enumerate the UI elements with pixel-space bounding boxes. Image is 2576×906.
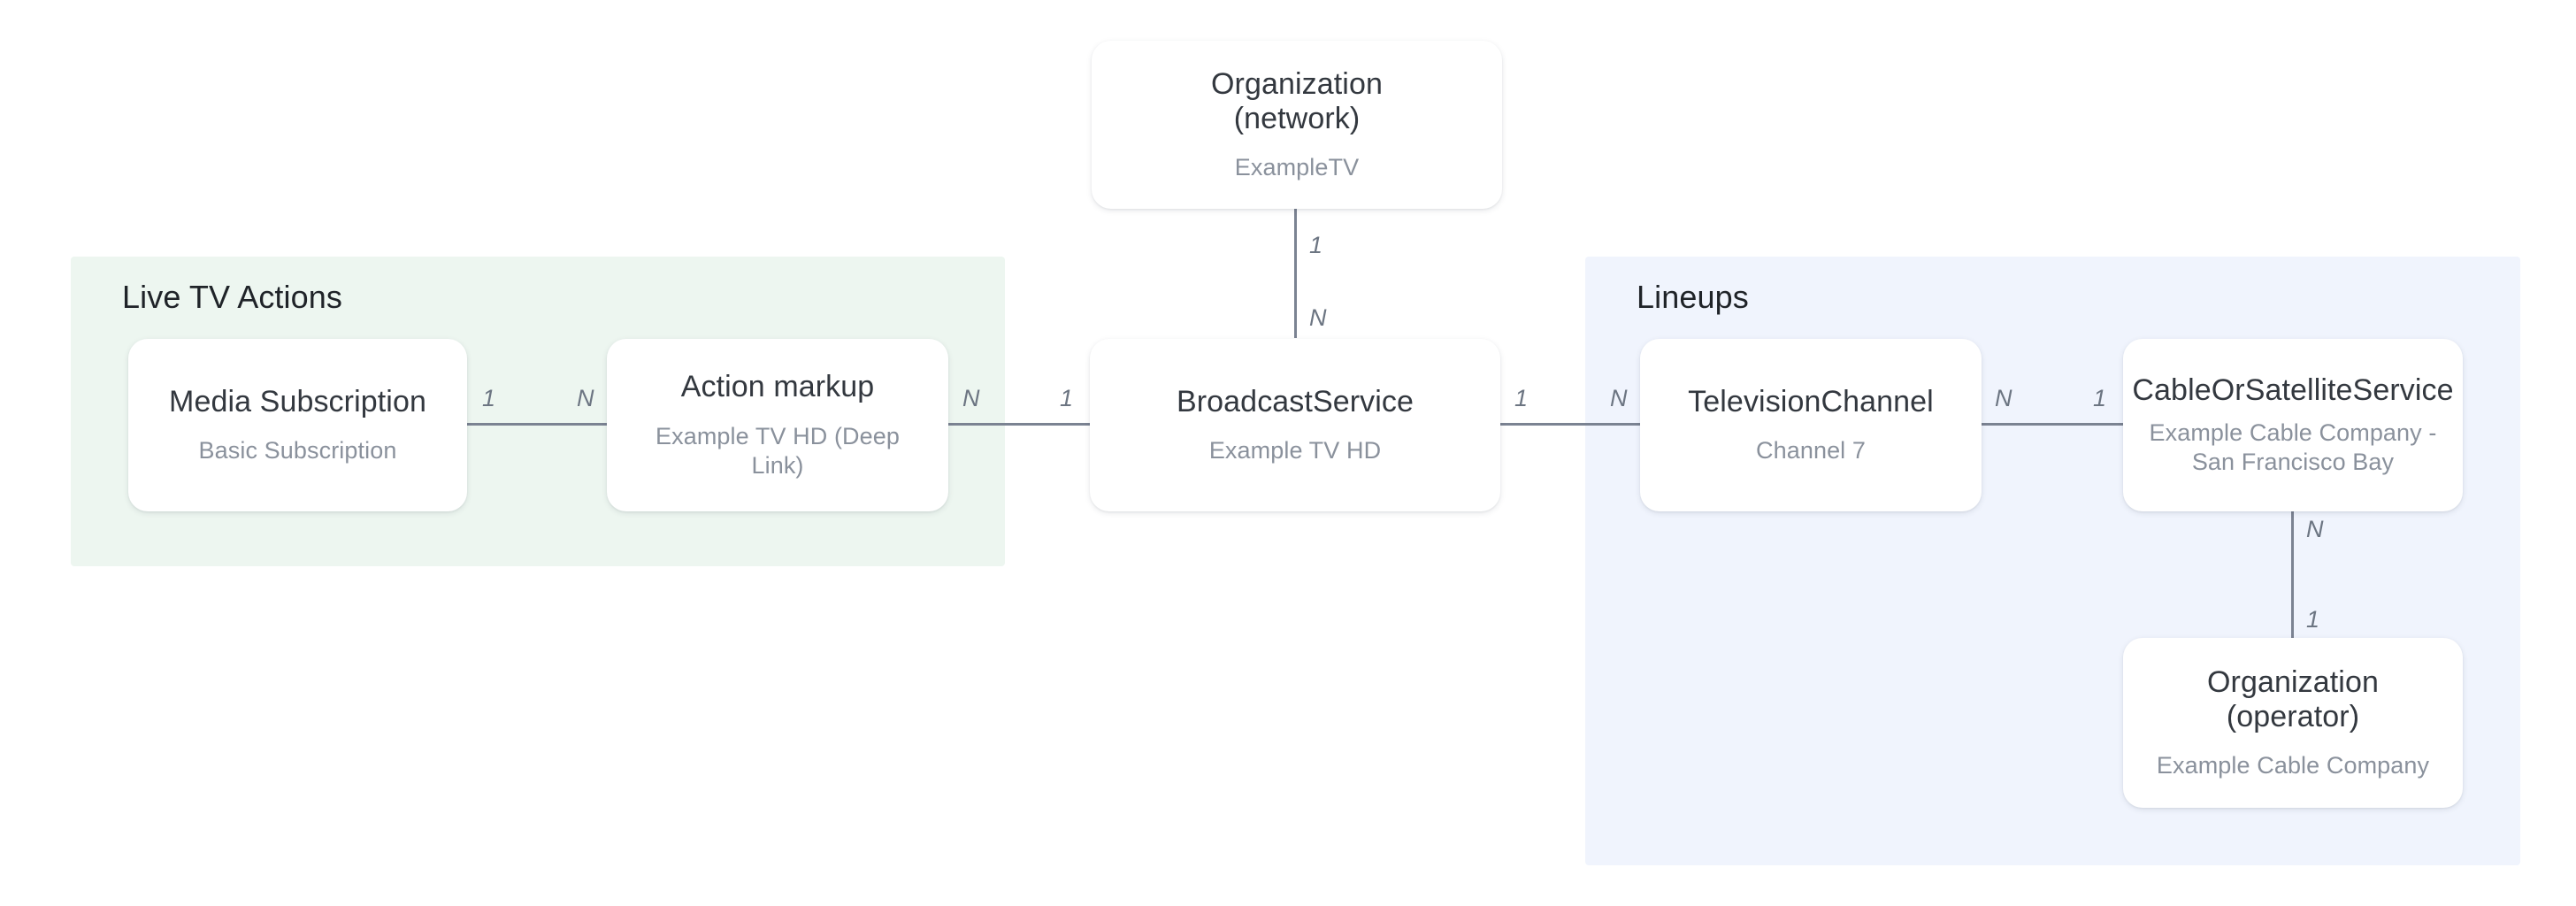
- node-organization-network-title: Organization (network): [1211, 67, 1383, 136]
- cardinality-organization-network-to-broadcast-service-target: N: [1309, 304, 1327, 331]
- cardinality-television-channel-to-cable-or-satellite-service-target: 1: [2093, 385, 2107, 411]
- node-television-channel-title: TelevisionChannel: [1688, 384, 1934, 418]
- node-organization-network-subtitle: ExampleTV: [1234, 154, 1360, 181]
- cardinality-broadcast-service-to-television-channel-target: N: [1610, 385, 1628, 411]
- node-media-subscription[interactable]: Media Subscription Basic Subscription: [128, 339, 467, 511]
- node-broadcast-service[interactable]: BroadcastService Example TV HD: [1090, 339, 1500, 511]
- node-cable-or-satellite-service-subtitle: Example Cable Company - San Francisco Ba…: [2150, 418, 2437, 477]
- edge-media-subscription-to-action-markup: [467, 423, 607, 426]
- cardinality-media-subscription-to-action-markup-target: N: [577, 385, 594, 411]
- cardinality-action-markup-to-broadcast-service-source: N: [962, 385, 980, 411]
- node-organization-operator-title: Organization (operator): [2207, 664, 2379, 733]
- node-cable-or-satellite-service-subtitle-line2: San Francisco Bay: [2191, 448, 2395, 475]
- edge-action-markup-to-broadcast-service: [948, 423, 1090, 426]
- node-media-subscription-title: Media Subscription: [169, 384, 426, 418]
- node-action-markup-subtitle: Example TV HD (Deep Link): [656, 422, 900, 479]
- node-organization-operator-subtitle: Example Cable Company: [2156, 752, 2430, 779]
- node-action-markup[interactable]: Action markup Example TV HD (Deep Link): [607, 339, 948, 511]
- cardinality-organization-network-to-broadcast-service-source: 1: [1309, 232, 1323, 258]
- node-organization-network-title-line2: (network): [1233, 101, 1361, 135]
- node-broadcast-service-subtitle: Example TV HD: [1208, 437, 1382, 465]
- node-cable-or-satellite-service-subtitle-line1: Example Cable Company -: [2149, 418, 2437, 446]
- edge-organization-network-to-broadcast-service: [1294, 209, 1297, 338]
- node-media-subscription-subtitle: Basic Subscription: [198, 437, 397, 465]
- cardinality-action-markup-to-broadcast-service-target: 1: [1060, 385, 1074, 411]
- edge-cable-or-satellite-service-to-organization-operator: [2291, 510, 2294, 638]
- cardinality-cable-or-satellite-service-to-organization-operator-source: N: [2306, 516, 2324, 542]
- edge-television-channel-to-cable-or-satellite-service: [1982, 423, 2123, 426]
- cardinality-television-channel-to-cable-or-satellite-service-source: N: [1995, 385, 2012, 411]
- cardinality-media-subscription-to-action-markup-source: 1: [482, 385, 496, 411]
- node-cable-or-satellite-service[interactable]: CableOrSatelliteService Example Cable Co…: [2123, 339, 2463, 511]
- group-title-lineups: Lineups: [1637, 279, 1749, 315]
- node-organization-network[interactable]: Organization (network) ExampleTV: [1092, 41, 1502, 209]
- group-title-live-tv-actions: Live TV Actions: [122, 279, 342, 315]
- node-organization-operator[interactable]: Organization (operator) Example Cable Co…: [2123, 638, 2463, 808]
- node-television-channel[interactable]: TelevisionChannel Channel 7: [1640, 339, 1982, 511]
- node-broadcast-service-title: BroadcastService: [1176, 384, 1414, 418]
- edge-broadcast-service-to-television-channel: [1500, 423, 1640, 426]
- node-cable-or-satellite-service-title: CableOrSatelliteService: [2132, 373, 2454, 408]
- cardinality-cable-or-satellite-service-to-organization-operator-target: 1: [2306, 606, 2320, 633]
- node-television-channel-subtitle: Channel 7: [1756, 437, 1866, 465]
- node-organization-network-title-line1: Organization: [1211, 66, 1383, 101]
- cardinality-broadcast-service-to-television-channel-source: 1: [1514, 385, 1529, 411]
- node-action-markup-title: Action markup: [680, 370, 875, 404]
